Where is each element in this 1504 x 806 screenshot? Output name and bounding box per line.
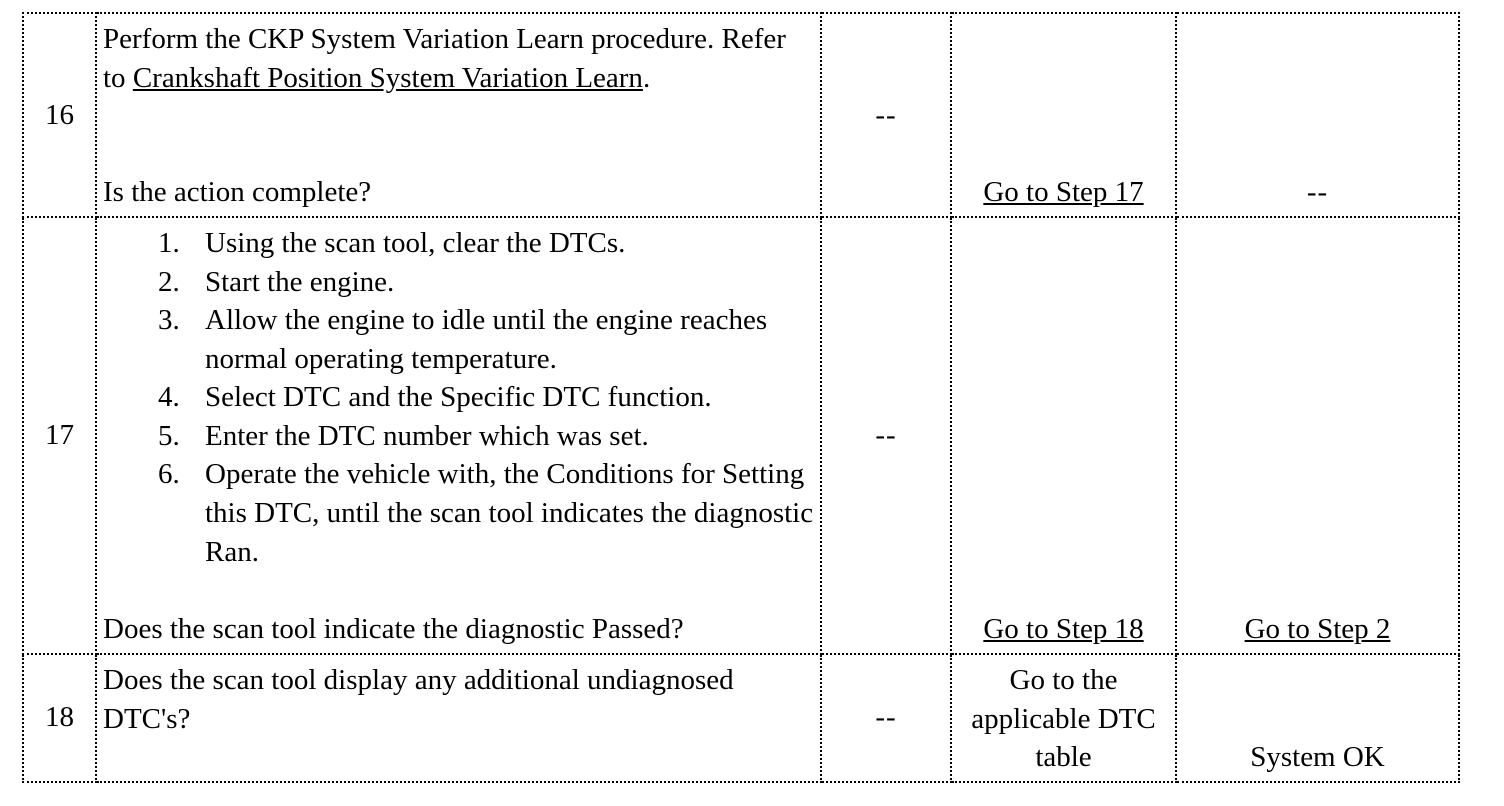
no-cell-18: System OK xyxy=(1175,653,1460,783)
list-item: Allow the engine to idle until the engin… xyxy=(187,301,814,378)
no-cell-17: Go to Step 2 xyxy=(1175,216,1460,655)
list-item: Start the engine. xyxy=(187,263,814,302)
step-number-cell-17: 17 xyxy=(22,216,97,655)
value-cell-18: -- xyxy=(820,653,952,783)
crankshaft-variation-learn-link[interactable]: Crankshaft Position System Variation Lea… xyxy=(132,61,643,94)
no-cell-16: -- xyxy=(1175,12,1460,218)
no-action-17[interactable]: Go to Step 2 xyxy=(1244,613,1391,646)
yes-cell-16: Go to Step 17 xyxy=(950,12,1177,218)
value-dash-16: -- xyxy=(875,98,897,131)
yes-action-17[interactable]: Go to Step 18 xyxy=(983,613,1144,646)
yes-cell-18: Go to the applicable DTC table xyxy=(950,653,1177,783)
step-number-16: 16 xyxy=(45,98,74,131)
step-number-cell-18: 18 xyxy=(22,653,97,783)
step-number-cell-16: 16 xyxy=(22,12,97,218)
action-cell-18: Does the scan tool display any additiona… xyxy=(95,653,822,783)
value-dash-18: -- xyxy=(875,701,897,734)
step-number-17: 17 xyxy=(45,419,74,451)
yes-cell-17: Go to Step 18 xyxy=(950,216,1177,655)
list-item: Enter the DTC number which was set. xyxy=(187,417,814,456)
value-cell-17: -- xyxy=(820,216,952,655)
list-item: Select DTC and the Specific DTC function… xyxy=(187,378,814,417)
action-line-1: Perform the CKP System Variation Learn p… xyxy=(103,23,715,55)
yes-action-18: Go to the applicable DTC table xyxy=(971,664,1156,774)
action-question-17: Does the scan tool indicate the diagnost… xyxy=(103,613,684,646)
action-question-16: Is the action complete? xyxy=(103,176,372,209)
action-step-list-17: Using the scan tool, clear the DTCs. Sta… xyxy=(103,224,814,571)
action-instructions-16: Perform the CKP System Variation Learn p… xyxy=(103,20,814,97)
yes-action-16[interactable]: Go to Step 17 xyxy=(983,176,1144,209)
no-action-16: -- xyxy=(1306,176,1329,209)
list-item: Operate the vehicle with, the Conditions… xyxy=(187,455,814,571)
no-action-18: System OK xyxy=(1250,741,1385,774)
step-number-18: 18 xyxy=(45,701,74,734)
table-row: 17 Using the scan tool, clear the DTCs. … xyxy=(22,216,1460,655)
action-cell-16: Perform the CKP System Variation Learn p… xyxy=(95,12,822,218)
refer-to-label: Refer to xyxy=(103,23,786,94)
action-cell-17: Using the scan tool, clear the DTCs. Sta… xyxy=(95,216,822,655)
table-row: 18 Does the scan tool display any additi… xyxy=(22,653,1460,783)
action-line-3: . xyxy=(642,61,651,94)
value-dash-17: -- xyxy=(875,419,897,451)
table-row: 16 Perform the CKP System Variation Lear… xyxy=(22,12,1460,218)
diagnostic-procedure-table: 16 Perform the CKP System Variation Lear… xyxy=(22,12,1460,783)
action-question-18: Does the scan tool display any additiona… xyxy=(103,664,734,735)
value-cell-16: -- xyxy=(820,12,952,218)
list-item: Using the scan tool, clear the DTCs. xyxy=(187,224,814,263)
